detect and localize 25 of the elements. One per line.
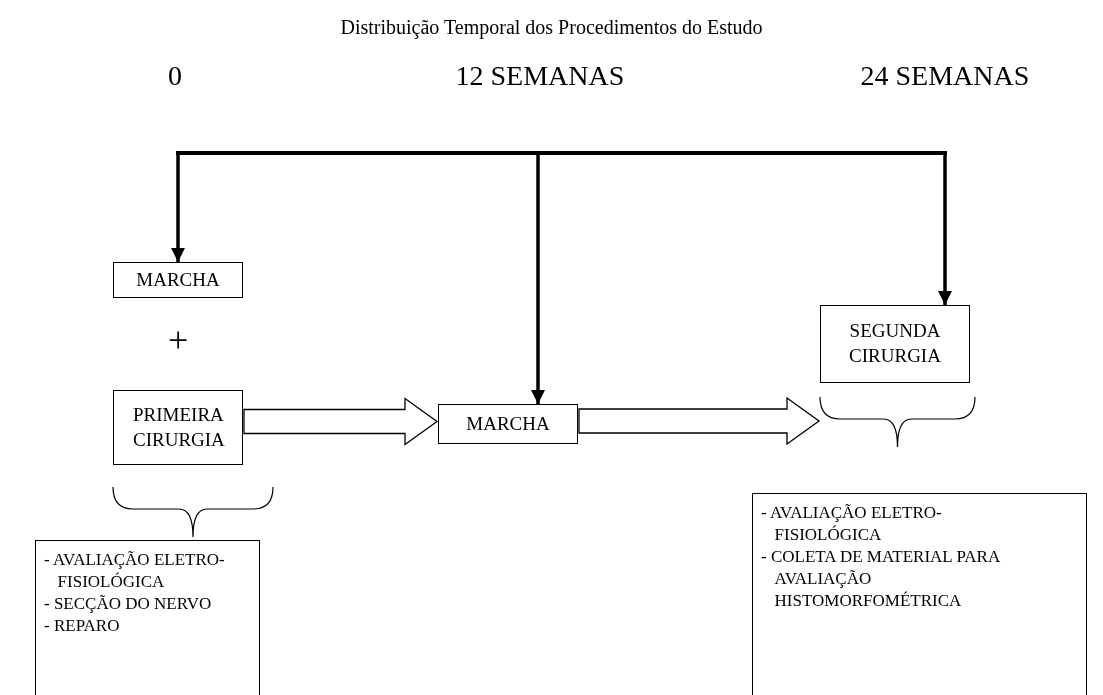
arrow xyxy=(171,153,185,262)
diagram-title: Distribuição Temporal dos Procedimentos do Estudo xyxy=(339,16,764,39)
process-box xyxy=(113,390,243,465)
plus-sign: + xyxy=(168,322,189,358)
block-arrow xyxy=(578,396,821,446)
time-label: 0 xyxy=(168,62,182,90)
list-box xyxy=(35,540,260,695)
list-box xyxy=(752,493,1087,695)
time-label: 12 SEMANAS xyxy=(455,62,625,90)
time-label: 24 SEMANAS xyxy=(860,62,1030,90)
list-item: - AVALIAÇÃO ELETRO- FISIOLÓGICA xyxy=(761,502,943,547)
box-label: MARCHA xyxy=(465,411,551,436)
process-box xyxy=(820,305,970,383)
block-arrow xyxy=(243,397,439,446)
list-item: - REPARO xyxy=(44,615,121,638)
arrow xyxy=(531,153,545,404)
process-box xyxy=(113,262,243,298)
list-item: - COLETA DE MATERIAL PARA AVALIAÇÃO HISTOMORFOMÉTRICA xyxy=(761,546,1001,613)
box-label: MARCHA xyxy=(135,267,221,292)
arrow xyxy=(938,153,952,305)
list-item: - AVALIAÇÃO ELETRO- FISIOLÓGICA xyxy=(44,549,226,594)
list-item: - SECÇÃO DO NERVO xyxy=(44,593,213,616)
process-box xyxy=(438,404,578,444)
box-label: SEGUNDA CIRURGIA xyxy=(848,319,942,368)
box-label: PRIMEIRA CIRURGIA xyxy=(133,402,223,452)
